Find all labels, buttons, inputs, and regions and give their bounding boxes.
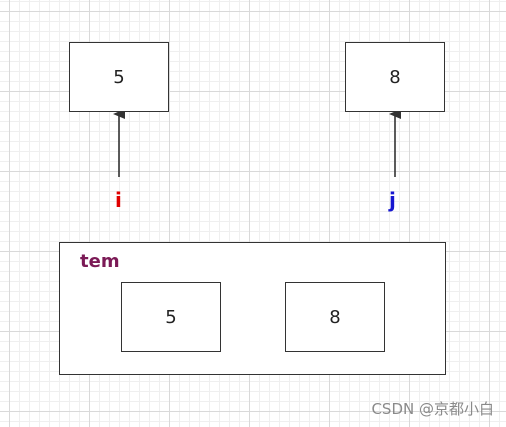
variable-i-box: 5 [69, 42, 169, 112]
variable-i-label: i [115, 188, 122, 212]
tem-value-1: 5 [165, 306, 177, 328]
watermark: CSDN @京都小白 [371, 400, 494, 418]
variable-j-value: 8 [389, 66, 401, 88]
tem-value-2: 8 [329, 306, 341, 328]
tem-value-box-2: 8 [285, 282, 385, 352]
variable-j-box: 8 [345, 42, 445, 112]
variable-j-label: j [389, 188, 396, 212]
variable-i-value: 5 [113, 66, 125, 88]
tem-value-box-1: 5 [121, 282, 221, 352]
tem-label: tem [80, 251, 120, 272]
